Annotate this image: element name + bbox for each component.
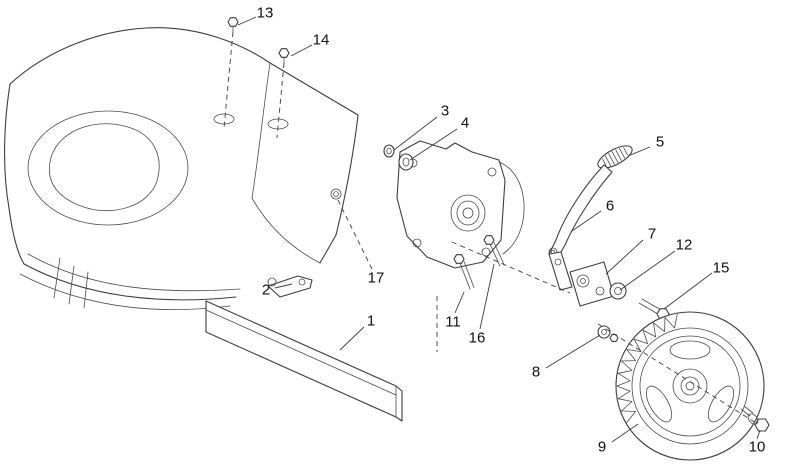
- spacer-3: [383, 144, 395, 158]
- callout-1: 1: [367, 313, 375, 330]
- leader-line-8: [545, 334, 601, 369]
- leader-line-11: [454, 291, 465, 314]
- callout-16: 16: [469, 330, 486, 347]
- callout-8: 8: [532, 364, 540, 381]
- washer-8: [597, 325, 619, 342]
- leader-line-2: [274, 283, 293, 289]
- callout-11: 11: [445, 314, 461, 331]
- gear-case-plate: [396, 140, 525, 269]
- bolt-15: [638, 298, 670, 320]
- washer-12: [609, 282, 627, 300]
- height-lever: [548, 145, 633, 291]
- bolt-13: [227, 17, 239, 33]
- callout-9: 9: [598, 439, 606, 456]
- callout-4: 4: [461, 115, 469, 132]
- bushing-4: [398, 153, 414, 171]
- leader-line-16: [479, 263, 495, 330]
- callout-6: 6: [606, 198, 614, 215]
- bolt-11: [453, 254, 475, 290]
- callout-14: 14: [313, 32, 330, 49]
- leader-line-7: [605, 239, 644, 275]
- leader-line-9: [611, 423, 639, 443]
- bracket-2: [267, 275, 313, 298]
- callout-15: 15: [713, 260, 730, 277]
- leader-line-12: [619, 250, 676, 291]
- callout-2: 2: [262, 282, 270, 299]
- wheel: [615, 311, 765, 461]
- lever-link-6: [548, 251, 573, 291]
- pivot-bracket-7: [569, 261, 615, 307]
- callout-17: 17: [368, 270, 385, 287]
- bolt-14: [278, 48, 290, 64]
- assembly-axis-lines: [223, 31, 757, 424]
- callout-5: 5: [656, 134, 664, 151]
- rear-baffle: [205, 300, 403, 422]
- callout-13: 13: [257, 5, 274, 22]
- leader-line-17: [337, 199, 373, 270]
- leader-line-4: [409, 128, 458, 161]
- callout-10: 10: [749, 439, 766, 456]
- leader-line-14: [290, 44, 313, 57]
- leader-line-5: [627, 146, 651, 157]
- leader-line-15: [663, 272, 713, 310]
- leader-line-10: [756, 429, 761, 440]
- leader-line-3: [393, 116, 438, 151]
- leader-line-6: [571, 210, 602, 232]
- leader-line-1: [339, 326, 365, 351]
- callout-3: 3: [441, 103, 449, 120]
- bolt-16: [483, 235, 505, 267]
- callout-12: 12: [676, 237, 693, 254]
- mower-deck: [4, 27, 359, 310]
- leader-line-13: [237, 16, 257, 26]
- callout-7: 7: [648, 226, 656, 243]
- wheel-bolt-10: [740, 405, 770, 432]
